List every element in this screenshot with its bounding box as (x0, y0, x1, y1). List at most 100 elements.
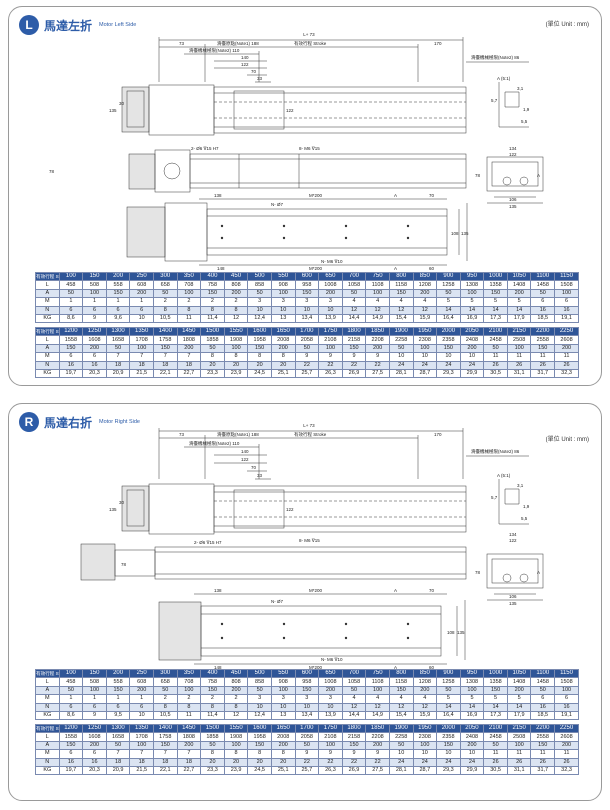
detail-a: A (5:1) (497, 76, 511, 81)
table-cell: 25,7 (294, 765, 320, 776)
table-cell: 31,1 (506, 765, 532, 776)
dim-108: 108 (447, 630, 455, 635)
detail-a: A (5:1) (497, 473, 511, 478)
section-header: L 馬達左折 Motor Left Side (19, 15, 136, 35)
table-cell: 10 (270, 305, 296, 315)
hole-note: N- Ø7 (271, 202, 283, 207)
dim-a2: A (394, 665, 397, 670)
a-mark: A (537, 173, 540, 178)
dim-m200b: M*200 (309, 665, 323, 670)
table-cell: 24 (459, 757, 485, 767)
stroke-header-cell: 600 (294, 271, 320, 282)
dim-mech1: 滑臺機械極限(Note2) 110 (189, 47, 240, 54)
table-cell: 16,4 (436, 313, 461, 324)
table-cell: 6 (58, 352, 84, 362)
table-cell: 14 (483, 702, 508, 712)
table-cell: 19,1 (554, 710, 579, 721)
stroke-header-cell: 2200 (530, 723, 556, 734)
table-cell: 9 (82, 313, 107, 324)
stroke-header-cell: 150 (82, 271, 107, 282)
table-cell: 50 (200, 740, 225, 751)
stroke-header-cell: 1600 (247, 326, 272, 337)
table-cell: 20 (247, 360, 272, 370)
dim-70b: 70 (429, 588, 435, 593)
table-cell: 100 (129, 343, 154, 354)
table-cell: 24 (412, 360, 438, 370)
stroke-header-cell: 1250 (82, 723, 107, 734)
table-cell: 100 (176, 685, 202, 696)
stroke-header-cell: 550 (270, 668, 296, 679)
table-cell: 1658 (105, 732, 131, 742)
table-cell: 150 (388, 685, 414, 696)
stroke-header-cell: 1650 (270, 326, 296, 337)
table-cell: 24 (436, 360, 461, 370)
table-cell: 10 (318, 305, 343, 315)
table-cell: 150 (105, 288, 131, 299)
stroke-header-cell: 100 (58, 668, 84, 679)
stroke-header-cell: 1300 (105, 723, 131, 734)
dim-134: 134 (509, 532, 517, 537)
table-cell: 14,9 (365, 710, 390, 721)
dim-78: 78 (121, 562, 127, 567)
table-cell: 18,5 (530, 313, 556, 324)
table-cell: 6 (129, 305, 154, 315)
table-cell: 4 (341, 297, 367, 307)
dim-30: 30 (119, 500, 125, 505)
table-cell: 1908 (223, 335, 249, 345)
table-cell: 15,9 (412, 710, 438, 721)
dim-m200a: M*200 (309, 193, 323, 198)
table-cell: 11 (530, 749, 556, 759)
table-cell: 2308 (412, 335, 438, 345)
table-cell: 1858 (200, 732, 225, 742)
table-cell: 1608 (82, 732, 107, 742)
table-cell: 150 (483, 685, 508, 696)
table-cell: 9 (341, 749, 367, 759)
table-cell: 150 (105, 685, 131, 696)
table-cell: 29,9 (459, 765, 485, 776)
table-cell: 1508 (554, 280, 579, 290)
header-label: 有效行程 Stroke (35, 668, 60, 679)
table-cell: 9 (318, 749, 343, 759)
table-cell: 150 (152, 343, 178, 354)
table-cell: 25,7 (294, 368, 320, 379)
table-cell: 26 (483, 360, 508, 370)
stroke-header-cell: 950 (459, 668, 485, 679)
stroke-header-cell: 2100 (483, 723, 508, 734)
table-cell: 1408 (506, 280, 532, 290)
table-cell: 2508 (506, 732, 532, 742)
table-cell: 50 (388, 740, 414, 751)
table-cell: 22 (341, 360, 367, 370)
table-cell: 2558 (530, 732, 556, 742)
table-cell: 2558 (530, 335, 556, 345)
table-cell: 12 (412, 702, 438, 712)
spec-table-1: 有效行程 Stroke 1001502002503003504004505005… (35, 668, 579, 721)
stroke-header-cell: 800 (388, 271, 414, 282)
table-cell: 2258 (388, 335, 414, 345)
table-cell: 1908 (223, 732, 249, 742)
stroke-header-cell: 1100 (530, 271, 556, 282)
table-cell: 11,4 (200, 313, 225, 324)
table-cell: 10 (129, 313, 154, 324)
stroke-header-cell: 450 (223, 271, 249, 282)
table-cell: 28,1 (388, 765, 414, 776)
dim-total: L+ 73 (303, 423, 315, 428)
table-cell: 14 (506, 702, 532, 712)
table-cell: 10 (436, 749, 461, 759)
table-cell: 458 (58, 280, 84, 290)
dim-70: 70 (251, 69, 257, 74)
table-cell: 5 (506, 694, 532, 704)
table-cell: 20,9 (105, 368, 131, 379)
stroke-header-cell: 1350 (129, 723, 154, 734)
table-cell: 100 (459, 288, 485, 299)
stroke-header-cell: 400 (200, 271, 225, 282)
stroke-header-cell: 1050 (506, 668, 532, 679)
table-cell: 5 (436, 694, 461, 704)
table-cell: 26,9 (341, 368, 367, 379)
table-cell: 18 (176, 757, 202, 767)
table-cell: 200 (129, 288, 154, 299)
pin-note: 2- Ø6 ∇15 H7 (191, 146, 219, 151)
table-cell: 2 (152, 297, 178, 307)
table-cell: 13,4 (294, 710, 320, 721)
